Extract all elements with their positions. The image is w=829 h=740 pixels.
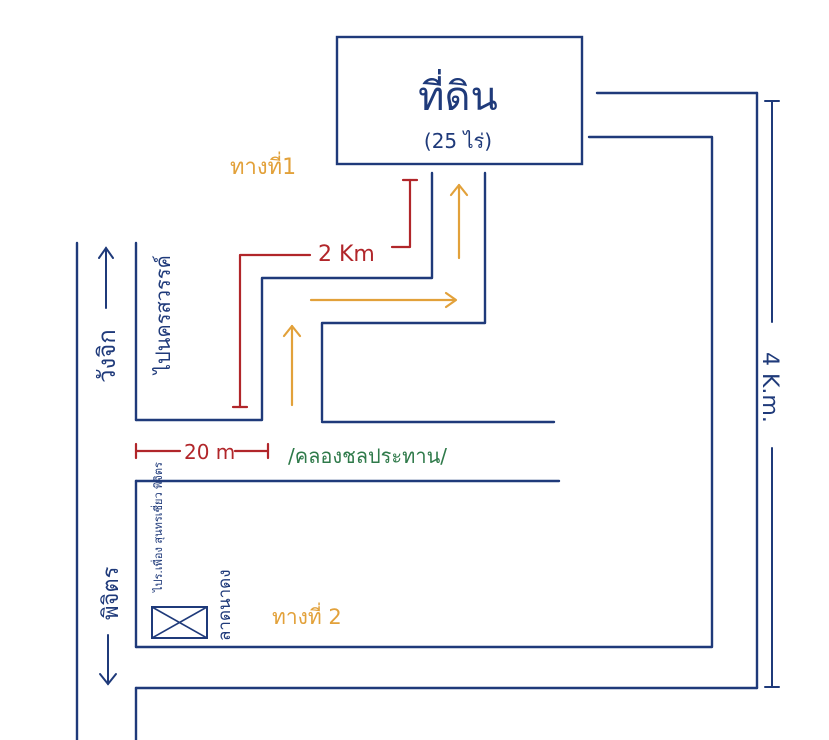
route-arrow-up-2-head <box>449 183 469 197</box>
dim-4km-label: 4 K.m. <box>757 352 782 423</box>
down-arrow-head <box>99 673 117 686</box>
route2-road-inner <box>134 135 714 649</box>
route-arrow-up-1-head <box>282 324 302 338</box>
route2-label: ทางที่ 2 <box>272 602 342 629</box>
dim-20m-label: 20 m <box>184 440 235 464</box>
landmark-box <box>151 606 208 639</box>
dim-2km-label: 2 Km <box>318 242 375 267</box>
road-label-up: วังจิก <box>93 329 121 383</box>
route1-road-inner <box>320 171 487 422</box>
route1-label: ทางที่1 <box>230 151 296 180</box>
road-label-to-city: ไปนครสวรรค์ <box>151 255 175 376</box>
canal-label: /คลองชลประทาน/ <box>288 444 447 468</box>
route1-road-outer <box>134 171 434 422</box>
landmark-box-diag2 <box>151 606 208 639</box>
land-plot <box>335 35 584 166</box>
dim-2km-line <box>238 253 312 409</box>
up-arrow-head <box>98 246 114 259</box>
landmark-sign-text: ไปร.เพื่อง สุนทรเชี่ยว พิจิตร <box>150 462 165 593</box>
land-title: ที่ดิน <box>418 69 498 120</box>
land-area: (25 ไร่) <box>424 129 492 153</box>
road-label-down: พิจิตร <box>99 566 124 620</box>
dim-2km-line-right <box>390 178 412 249</box>
route-arrow-right-head <box>444 291 458 309</box>
landmark-name: ลาดนาดง <box>215 569 235 641</box>
